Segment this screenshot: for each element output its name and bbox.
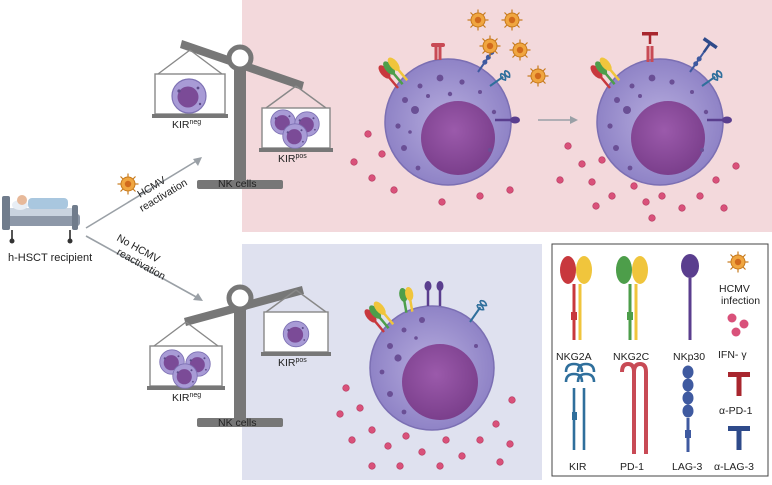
legend-box — [551, 243, 769, 477]
branch-arrows — [85, 157, 203, 301]
lag3-icon — [682, 365, 694, 452]
top-nk-cell-treated — [596, 58, 724, 186]
legend-nkp30-label: NKp30 — [673, 351, 705, 363]
bottom-balance-scale — [147, 284, 331, 427]
top-right-pan — [259, 85, 333, 152]
legend-anti-lag3-label: α-LAG-3 — [714, 461, 754, 473]
pd1-icon — [620, 361, 648, 454]
bottom-nk-cells-label: NK cells — [218, 417, 257, 429]
legend-nkg2a-label: NKG2A — [556, 351, 592, 363]
legend-ifn-label: IFN- γ — [718, 349, 747, 361]
bottom-left-pan — [147, 321, 225, 390]
top-right-pan-label: KIRpos — [278, 153, 307, 165]
top-left-pan — [152, 49, 228, 118]
bottom-left-pan-label: KIRneg — [172, 392, 201, 404]
top-nk-cell-infected — [384, 58, 512, 186]
patient-label: h-HSCT recipient — [8, 252, 92, 264]
nkg2c-icon — [616, 256, 648, 340]
legend-anti-pd1-label: α-PD-1 — [719, 405, 753, 417]
nkp30-icon — [681, 254, 699, 340]
anti-pd1-icon — [728, 372, 750, 396]
top-transition-arrow — [538, 116, 578, 124]
top-nk-cells-label: NK cells — [218, 178, 257, 190]
top-left-pan-label: KIRneg — [172, 119, 201, 131]
bottom-nk-cell — [369, 305, 495, 431]
legend-hcmv-label-line2: infection — [721, 295, 760, 307]
kir-icon — [564, 362, 596, 450]
hospital-bed-icon — [2, 195, 80, 244]
legend-hcmv-label-line1: HCMV — [719, 283, 750, 295]
bottom-right-pan-label: KIRpos — [278, 357, 307, 369]
bottom-cell-receptors — [364, 281, 488, 333]
hcmv-infection-icon — [726, 250, 750, 274]
top-balance-scale — [152, 40, 333, 189]
legend-lag3-label: LAG-3 — [672, 461, 703, 473]
bottom-right-pan — [261, 289, 331, 356]
anti-lag3-icon — [728, 426, 750, 450]
legend-pd1-label: PD-1 — [620, 461, 644, 473]
legend-kir-label: KIR — [569, 461, 587, 473]
legend-nkg2c-label: NKG2C — [613, 351, 650, 363]
ifn-gamma-icon — [727, 313, 749, 337]
top-cell1-receptors — [378, 43, 520, 124]
nkg2a-icon — [560, 256, 592, 340]
top-cell2-receptors — [590, 32, 732, 124]
